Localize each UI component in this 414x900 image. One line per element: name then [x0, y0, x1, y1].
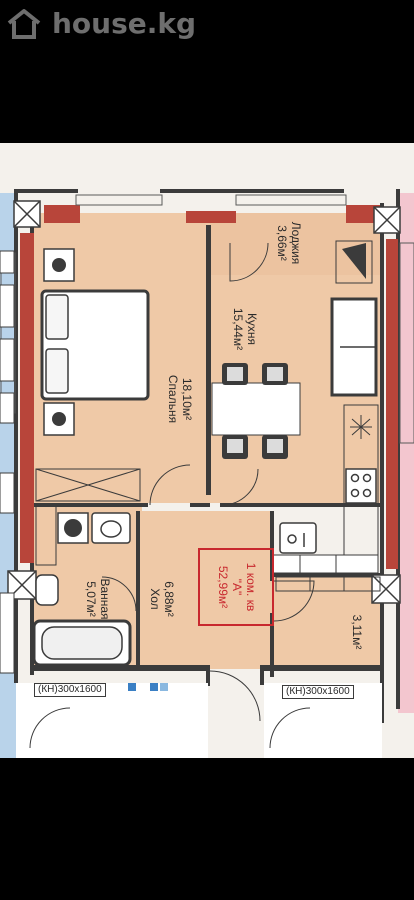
meters: [128, 683, 168, 691]
window-label-right: (КН)300х1600: [282, 685, 354, 699]
apartment-letter: "A": [230, 578, 244, 596]
floor-plan-drawing: [0, 189, 414, 758]
storage-area: 3,11м²: [350, 614, 364, 650]
window-sills: [0, 194, 414, 444]
apartment-badge: 1 ком. кв "A" 52,99м²: [198, 548, 274, 626]
bathroom-name: Ванная: [98, 578, 112, 620]
hall-area: 6,88м²: [162, 581, 176, 617]
house-kg-watermark: house.kg: [6, 4, 216, 44]
wardrobe: [35, 468, 141, 502]
corridor-doors: [29, 707, 311, 749]
apartment-area: 52,99м²: [216, 565, 230, 609]
loggia-label: Лоджия 3,66м²: [271, 208, 303, 278]
kitchen-area: 15,44м²: [231, 307, 245, 351]
kitchen-counter: [271, 404, 379, 574]
sofa: [330, 297, 378, 397]
column-markers: [7, 200, 401, 604]
bed: [40, 248, 150, 436]
bedroom-area: 18,10м²: [180, 377, 194, 421]
bedroom-label: 18,10м² Спальня: [162, 361, 194, 437]
bathroom-label: Ванная 5,07м²: [80, 567, 112, 631]
balcony-storage: [0, 250, 15, 674]
hall-name: Хол: [148, 588, 162, 610]
structural-pillars: [20, 205, 398, 569]
kitchen-name: Кухня: [245, 312, 259, 346]
hall-label: 6,88м² Хол: [144, 567, 176, 631]
house-icon: [7, 9, 41, 39]
bedroom-name: Спальня: [166, 374, 180, 424]
window-label-left: (КН)300х1600: [34, 683, 106, 697]
loggia-name: Лоджия: [289, 221, 303, 265]
loggia-unit: [335, 240, 373, 284]
apartment-badge-text: 1 ком. кв "A" 52,99м²: [214, 550, 258, 624]
bathroom-fixtures: [32, 504, 132, 667]
loggia-area: 3,66м²: [275, 225, 289, 261]
bathroom-area: 5,07м²: [84, 581, 98, 617]
apartment-type: 1 ком. кв: [244, 562, 258, 612]
watermark-text: house.kg: [52, 7, 197, 40]
doors: [101, 242, 315, 722]
left-facade-bottom: [0, 683, 16, 758]
right-facade: [398, 193, 414, 713]
storage-shelves: [275, 576, 381, 592]
storage-label: 3,11м²: [346, 603, 364, 661]
kitchen-label: Кухня 15,44м²: [227, 292, 259, 366]
floor-plan: Лоджия 3,66м² Кухня 15,44м² 18,10м² Спал…: [0, 143, 414, 758]
dining-set: [211, 363, 301, 459]
